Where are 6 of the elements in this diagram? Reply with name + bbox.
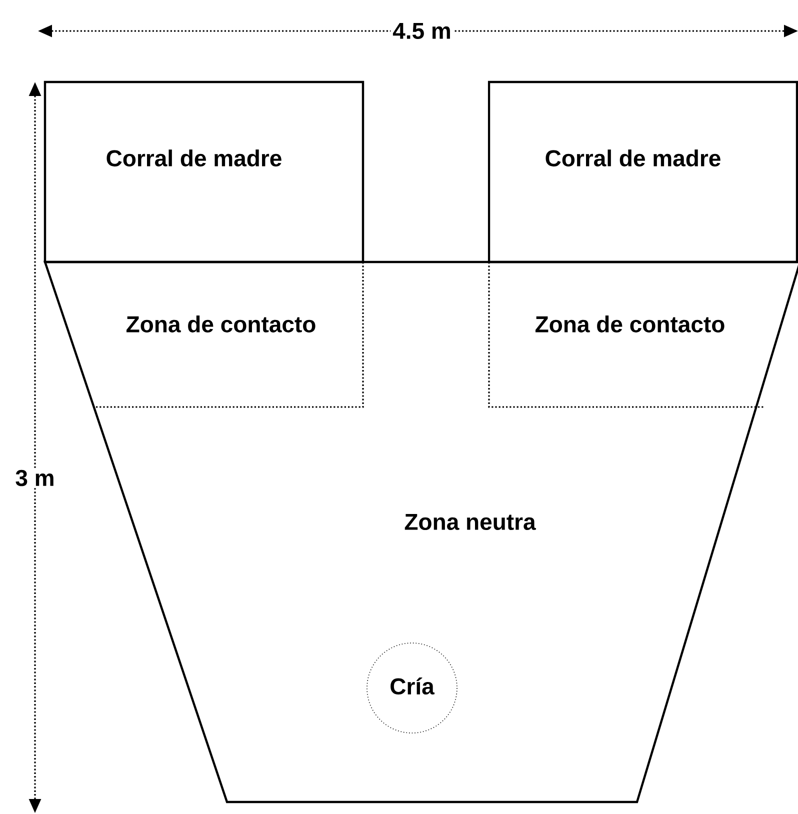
contact-zone: Zona de contacto <box>488 262 765 408</box>
pen-box: Corral de madre <box>488 80 798 264</box>
dimension-label: 3 m <box>13 468 57 488</box>
dimension-label: 4.5 m <box>390 20 454 42</box>
contact-zone: Zona de contacto <box>95 262 364 408</box>
pen-box: Corral de madre <box>44 80 364 264</box>
